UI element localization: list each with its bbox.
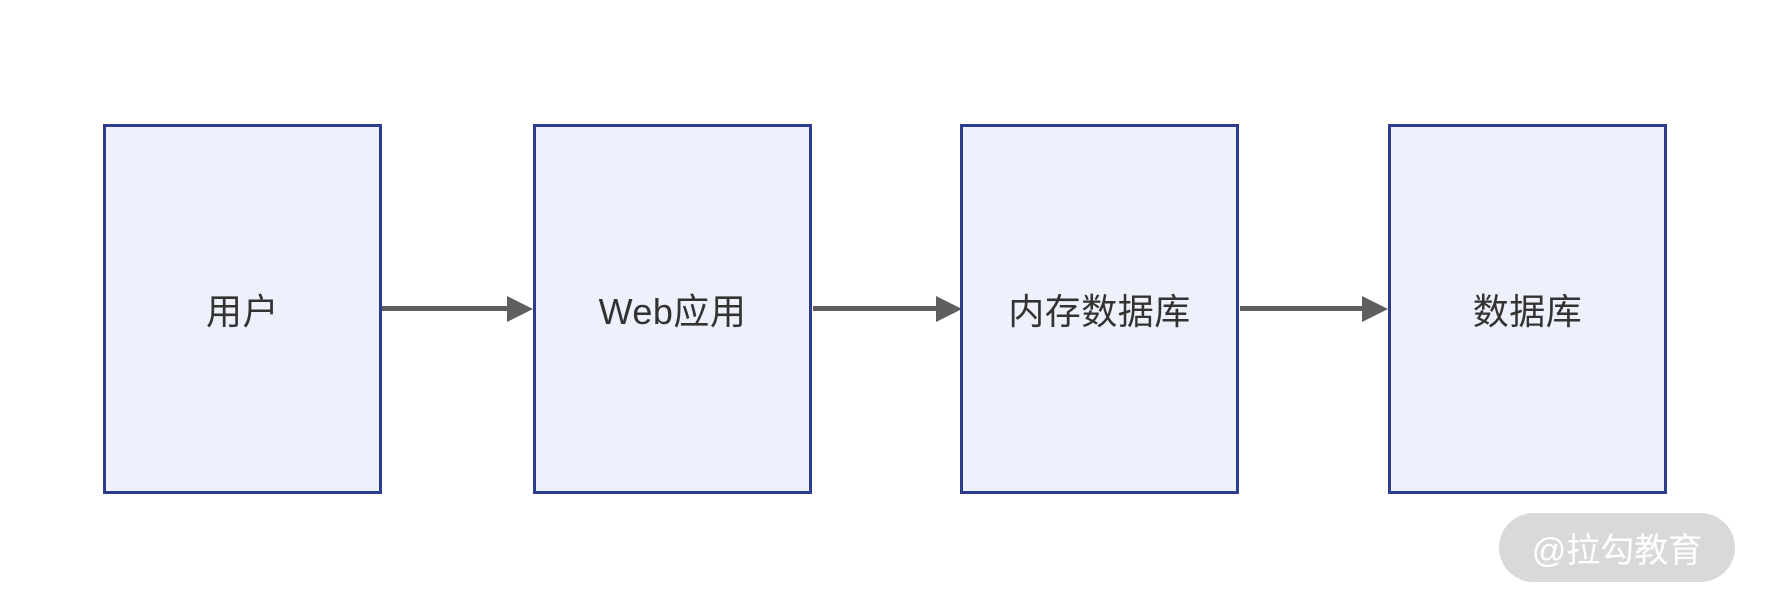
node-db: 数据库 (1388, 124, 1667, 494)
node-user: 用户 (103, 124, 382, 494)
node-db-label: 数据库 (1472, 291, 1583, 332)
node-memory-db: 内存数据库 (960, 124, 1239, 494)
arrow-memory-db-to-db (1240, 296, 1388, 322)
arrow-head-icon (507, 296, 533, 322)
node-web-app-label: Web应用 (598, 291, 747, 332)
node-web-app: Web应用 (533, 124, 812, 494)
arrow-shaft (813, 306, 939, 311)
node-memory-db-label: 内存数据库 (1008, 291, 1191, 332)
arrow-user-to-webapp (382, 296, 533, 322)
arrow-shaft (382, 306, 510, 311)
watermark-text: @拉勾教育 (1531, 532, 1703, 570)
arrow-head-icon (936, 296, 962, 322)
arrow-shaft (1240, 306, 1365, 311)
arrow-head-icon (1362, 296, 1388, 322)
arrow-webapp-to-memory-db (813, 296, 962, 322)
node-user-label: 用户 (205, 291, 279, 332)
watermark-badge: @拉勾教育 (1499, 513, 1735, 582)
